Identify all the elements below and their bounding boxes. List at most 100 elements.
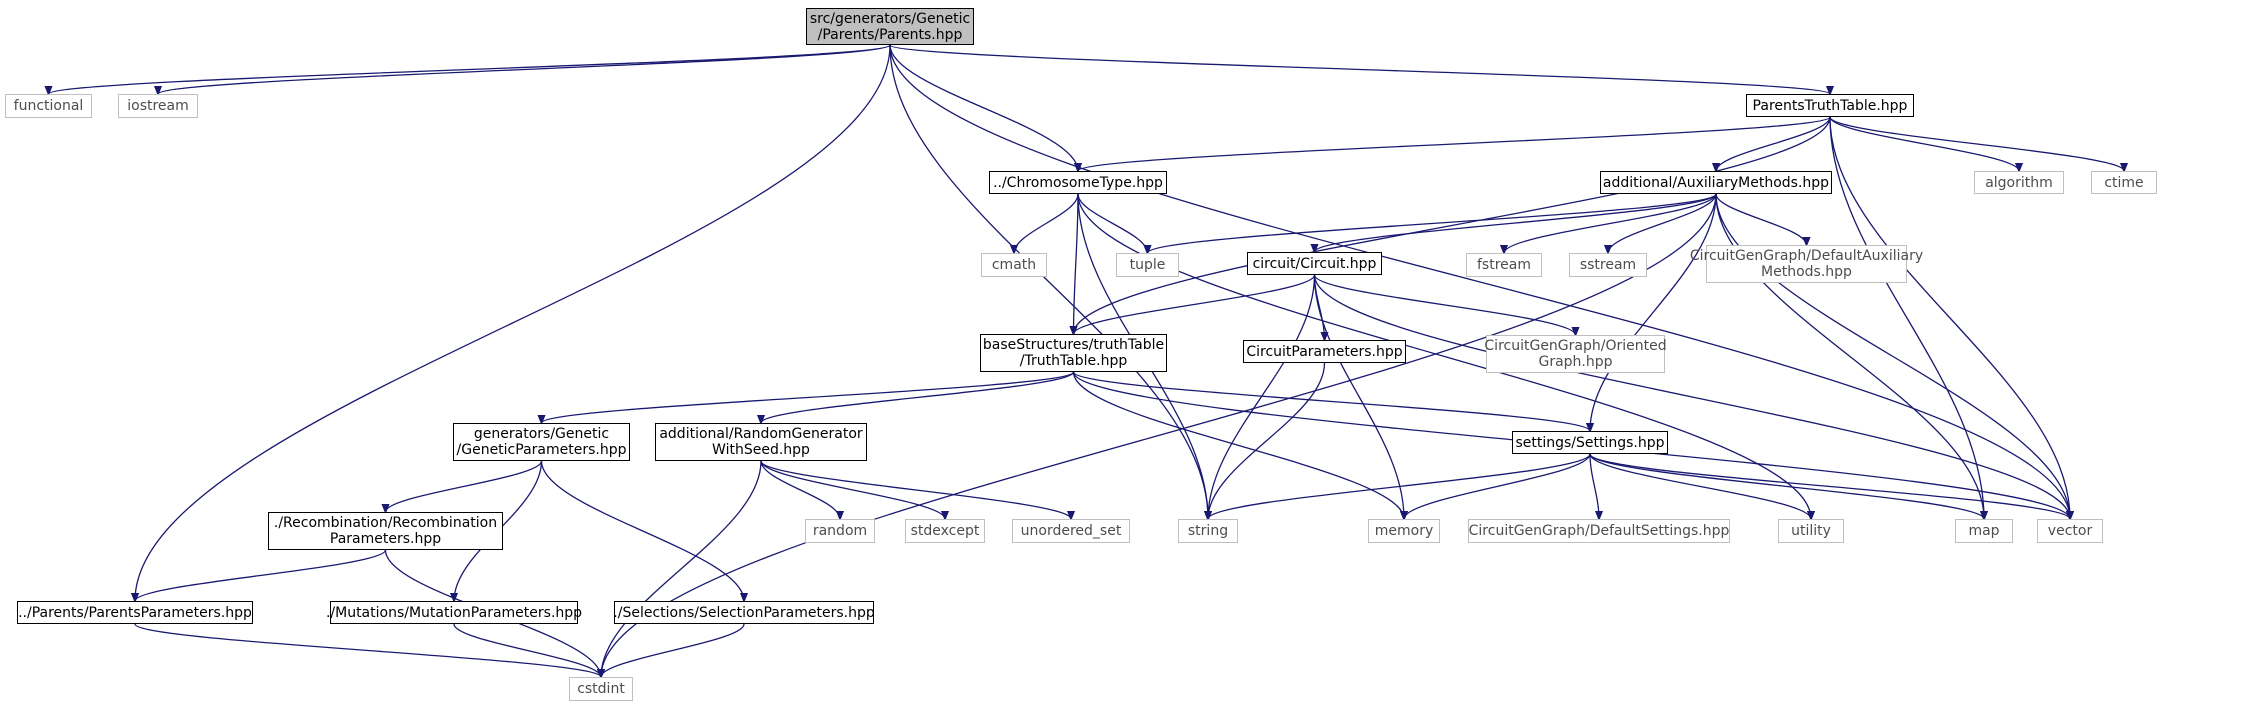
node-label-line: /Parents/Parents.hpp [817,26,963,43]
node-label-line: ./Mutations/MutationParameters.hpp [325,604,583,621]
node-label-line: additional/RandomGenerator [659,426,863,442]
edge-root-to-vector [889,44,2070,519]
edge-parentsParams-to-cstdint [134,623,601,677]
edge-chrom-to-truthTable [1074,193,1079,334]
edge-genParams-to-selection [540,460,745,601]
edge-aux-to-map [1715,193,1984,519]
node-random: random [805,519,875,543]
node-parentsParams[interactable]: ../Parents/ParentsParameters.hpp [17,601,253,624]
node-label-line: CircuitGenGraph/DefaultSettings.hpp [1468,523,1730,539]
node-label-line: src/generators/Genetic [809,10,971,27]
node-circParams[interactable]: CircuitParameters.hpp [1243,340,1406,363]
edge-selection-to-cstdint [601,623,745,677]
edge-circuit-to-oriented [1313,274,1576,335]
edge-genParams-to-recomb [386,460,543,512]
edge-truthTable-to-genParams [542,371,1075,423]
node-label-line: ../Parents/ParentsParameters.hpp [18,604,252,621]
edge-settings-to-memory [1404,453,1591,519]
node-label-line: iostream [127,98,189,114]
edge-parentsTT-to-map [1829,116,1984,519]
node-label-line: ParentsTruthTable.hpp [1752,97,1908,114]
node-chrom[interactable]: ../ChromosomeType.hpp [989,171,1167,194]
node-label-line: cstdint [577,681,625,697]
node-label-line: Methods.hpp [1761,264,1852,280]
node-memory: memory [1368,519,1440,543]
node-sstream: sstream [1569,253,1647,277]
node-label-line: memory [1374,523,1434,539]
edge-settings-to-map [1589,453,1984,519]
edge-root-to-string [889,44,1208,519]
edge-circuit-to-circParams [1313,274,1325,340]
edge-settings-to-vector [1589,453,2070,519]
edge-randGen-to-random [760,460,840,519]
edge-aux-to-vector [1715,193,2070,519]
edge-root-to-parentsParams [135,44,891,601]
edge-settings-to-string [1208,453,1591,519]
node-algorithm: algorithm [1974,171,2064,194]
node-label-line: ../ChromosomeType.hpp [993,174,1163,191]
edge-parentsTT-to-algorithm [1829,116,2019,171]
edge-parentsTT-to-vector [1829,116,2070,519]
edge-parentsTT-to-ctime [1829,116,2124,171]
node-label-line: /GeneticParameters.hpp [456,442,627,458]
node-circuit[interactable]: circuit/Circuit.hpp [1247,252,1382,275]
node-label-line: Parameters.hpp [329,531,442,547]
node-utility: utility [1778,519,1844,543]
node-selection[interactable]: ./Selections/SelectionParameters.hpp [613,601,875,624]
node-label-line: ./Selections/SelectionParameters.hpp [613,604,875,621]
node-label-line: tuple [1129,257,1166,273]
node-label-line: CircuitParameters.hpp [1246,343,1403,360]
edge-layer [49,44,2125,677]
node-label-line: string [1187,523,1229,539]
edge-settings-to-defSettings [1589,453,1599,519]
node-label-line: functional [13,98,84,114]
node-label-line: settings/Settings.hpp [1515,434,1665,451]
node-tuple: tuple [1116,253,1179,277]
edge-mutation-to-cstdint [453,623,601,677]
edge-root-to-chrom [889,44,1078,171]
node-label-line: cmath [991,257,1037,273]
edge-settings-to-utility [1589,453,1811,519]
node-label-line: stdexcept [910,523,980,539]
node-string: string [1178,519,1238,543]
edge-aux-to-fstream [1504,193,1717,253]
node-label-line: CircuitGenGraph/Oriented [1484,338,1667,354]
node-label-line: vector [2047,523,2093,539]
node-root[interactable]: src/generators/Genetic/Parents/Parents.h… [806,8,974,45]
edge-root-to-parentsTT [889,44,1830,94]
edge-aux-to-tuple [1148,193,1717,253]
edge-truthTable-to-memory [1072,371,1405,519]
node-label-line: CircuitGenGraph/DefaultAuxiliary [1689,248,1924,264]
node-parentsTT[interactable]: ParentsTruthTable.hpp [1746,94,1914,117]
node-label-line: ./Recombination/Recombination [273,515,498,531]
node-stdexcept: stdexcept [905,519,985,543]
node-label-line: fstream [1477,257,1531,273]
edge-truthTable-to-settings [1072,371,1591,431]
edge-circuit-to-truthTable [1074,274,1316,334]
node-aux[interactable]: additional/AuxiliaryMethods.hpp [1600,171,1832,194]
node-label-line: Graph.hpp [1538,354,1613,370]
node-iostream: iostream [118,94,198,118]
node-genParams[interactable]: generators/Genetic/GeneticParameters.hpp [453,423,630,461]
node-map: map [1955,519,2013,543]
node-label-line: /TruthTable.hpp [1019,353,1128,369]
node-label-line: algorithm [1985,174,2053,191]
node-mutation[interactable]: ./Mutations/MutationParameters.hpp [326,601,582,624]
edge-randGen-to-cstdint [601,460,762,677]
node-unordered: unordered_set [1012,519,1130,543]
node-label-line: ctime [2104,174,2144,191]
node-defSettings: CircuitGenGraph/DefaultSettings.hpp [1468,519,1730,543]
node-label-line: WithSeed.hpp [712,442,810,458]
edge-circParams-to-string [1208,362,1326,519]
edge-recomb-to-parentsParams [135,549,387,601]
edge-aux-to-defAux [1715,193,1807,245]
edge-parentsTT-to-aux [1716,116,1831,171]
edge-root-to-iostream [158,44,891,94]
edge-chrom-to-cmath [1014,193,1079,253]
node-cstdint: cstdint [569,677,633,701]
node-truthTable[interactable]: baseStructures/truthTable/TruthTable.hpp [980,334,1167,372]
node-settings[interactable]: settings/Settings.hpp [1512,431,1668,454]
